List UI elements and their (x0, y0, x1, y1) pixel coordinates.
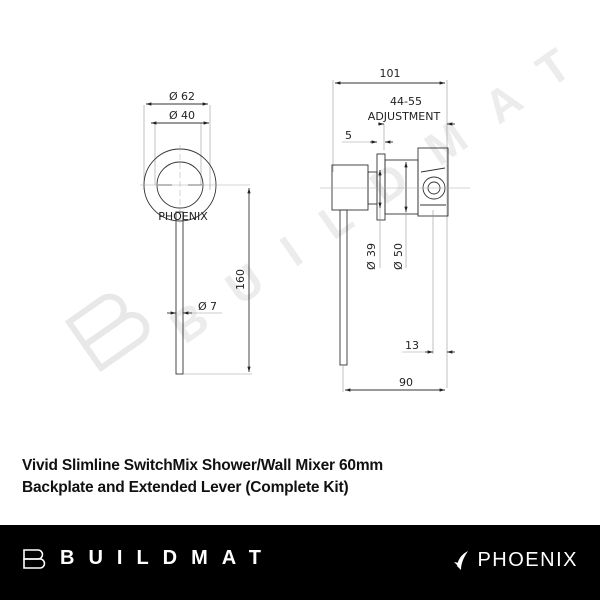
buildmat-b-icon (23, 548, 46, 569)
product-caption: Vivid Slimline SwitchMix Shower/Wall Mix… (22, 455, 582, 499)
plate-brand-label: PHOENIX (158, 210, 208, 223)
dim-dia-39: 39 (365, 243, 378, 257)
dim-dia-62: 62 (181, 90, 195, 103)
dia-symbol-40: Ø (169, 109, 178, 122)
dia-symbol-39: Ø (365, 261, 378, 270)
buildmat-watermark: BUILDMAT (64, 19, 600, 373)
caption-line-1: Vivid Slimline SwitchMix Shower/Wall Mix… (22, 457, 383, 474)
side-lever (339, 209, 348, 366)
dim-lever-7: 7 (210, 300, 217, 313)
dim-plate-offset-5: 5 (345, 129, 352, 142)
dim-dia-50: 50 (392, 243, 405, 257)
buildmat-logo: BUILDMAT (22, 547, 275, 570)
buildmat-wordmark: BUILDMAT (60, 547, 275, 569)
dim-13: 13 (405, 339, 419, 352)
dim-dia-40: 40 (181, 109, 195, 122)
technical-drawing: BUILDMAT PHOENIX Ø 62 Ø 40 160 Ø 7 (64, 19, 600, 392)
dim-lever-160: 160 (234, 269, 247, 290)
phoenix-feather-icon (454, 550, 469, 570)
adjustment-label: ADJUSTMENT (368, 110, 441, 123)
dim-overall-101: 101 (380, 67, 401, 80)
front-view (140, 102, 252, 375)
phoenix-logo: PHOENIX (453, 549, 578, 572)
phoenix-wordmark: PHOENIX (477, 549, 578, 571)
dia-symbol-7: Ø (198, 300, 207, 313)
brand-footer: BUILDMAT PHOENIX (0, 525, 600, 600)
lever-outline (175, 211, 184, 375)
dim-90: 90 (399, 376, 413, 389)
caption-line-2: Backplate and Extended Lever (Complete K… (22, 479, 349, 496)
side-view (320, 80, 470, 392)
dia-symbol-62: Ø (169, 90, 178, 103)
dia-symbol-50: Ø (392, 261, 405, 270)
dim-adjustment-range: 44-55 (390, 95, 422, 108)
